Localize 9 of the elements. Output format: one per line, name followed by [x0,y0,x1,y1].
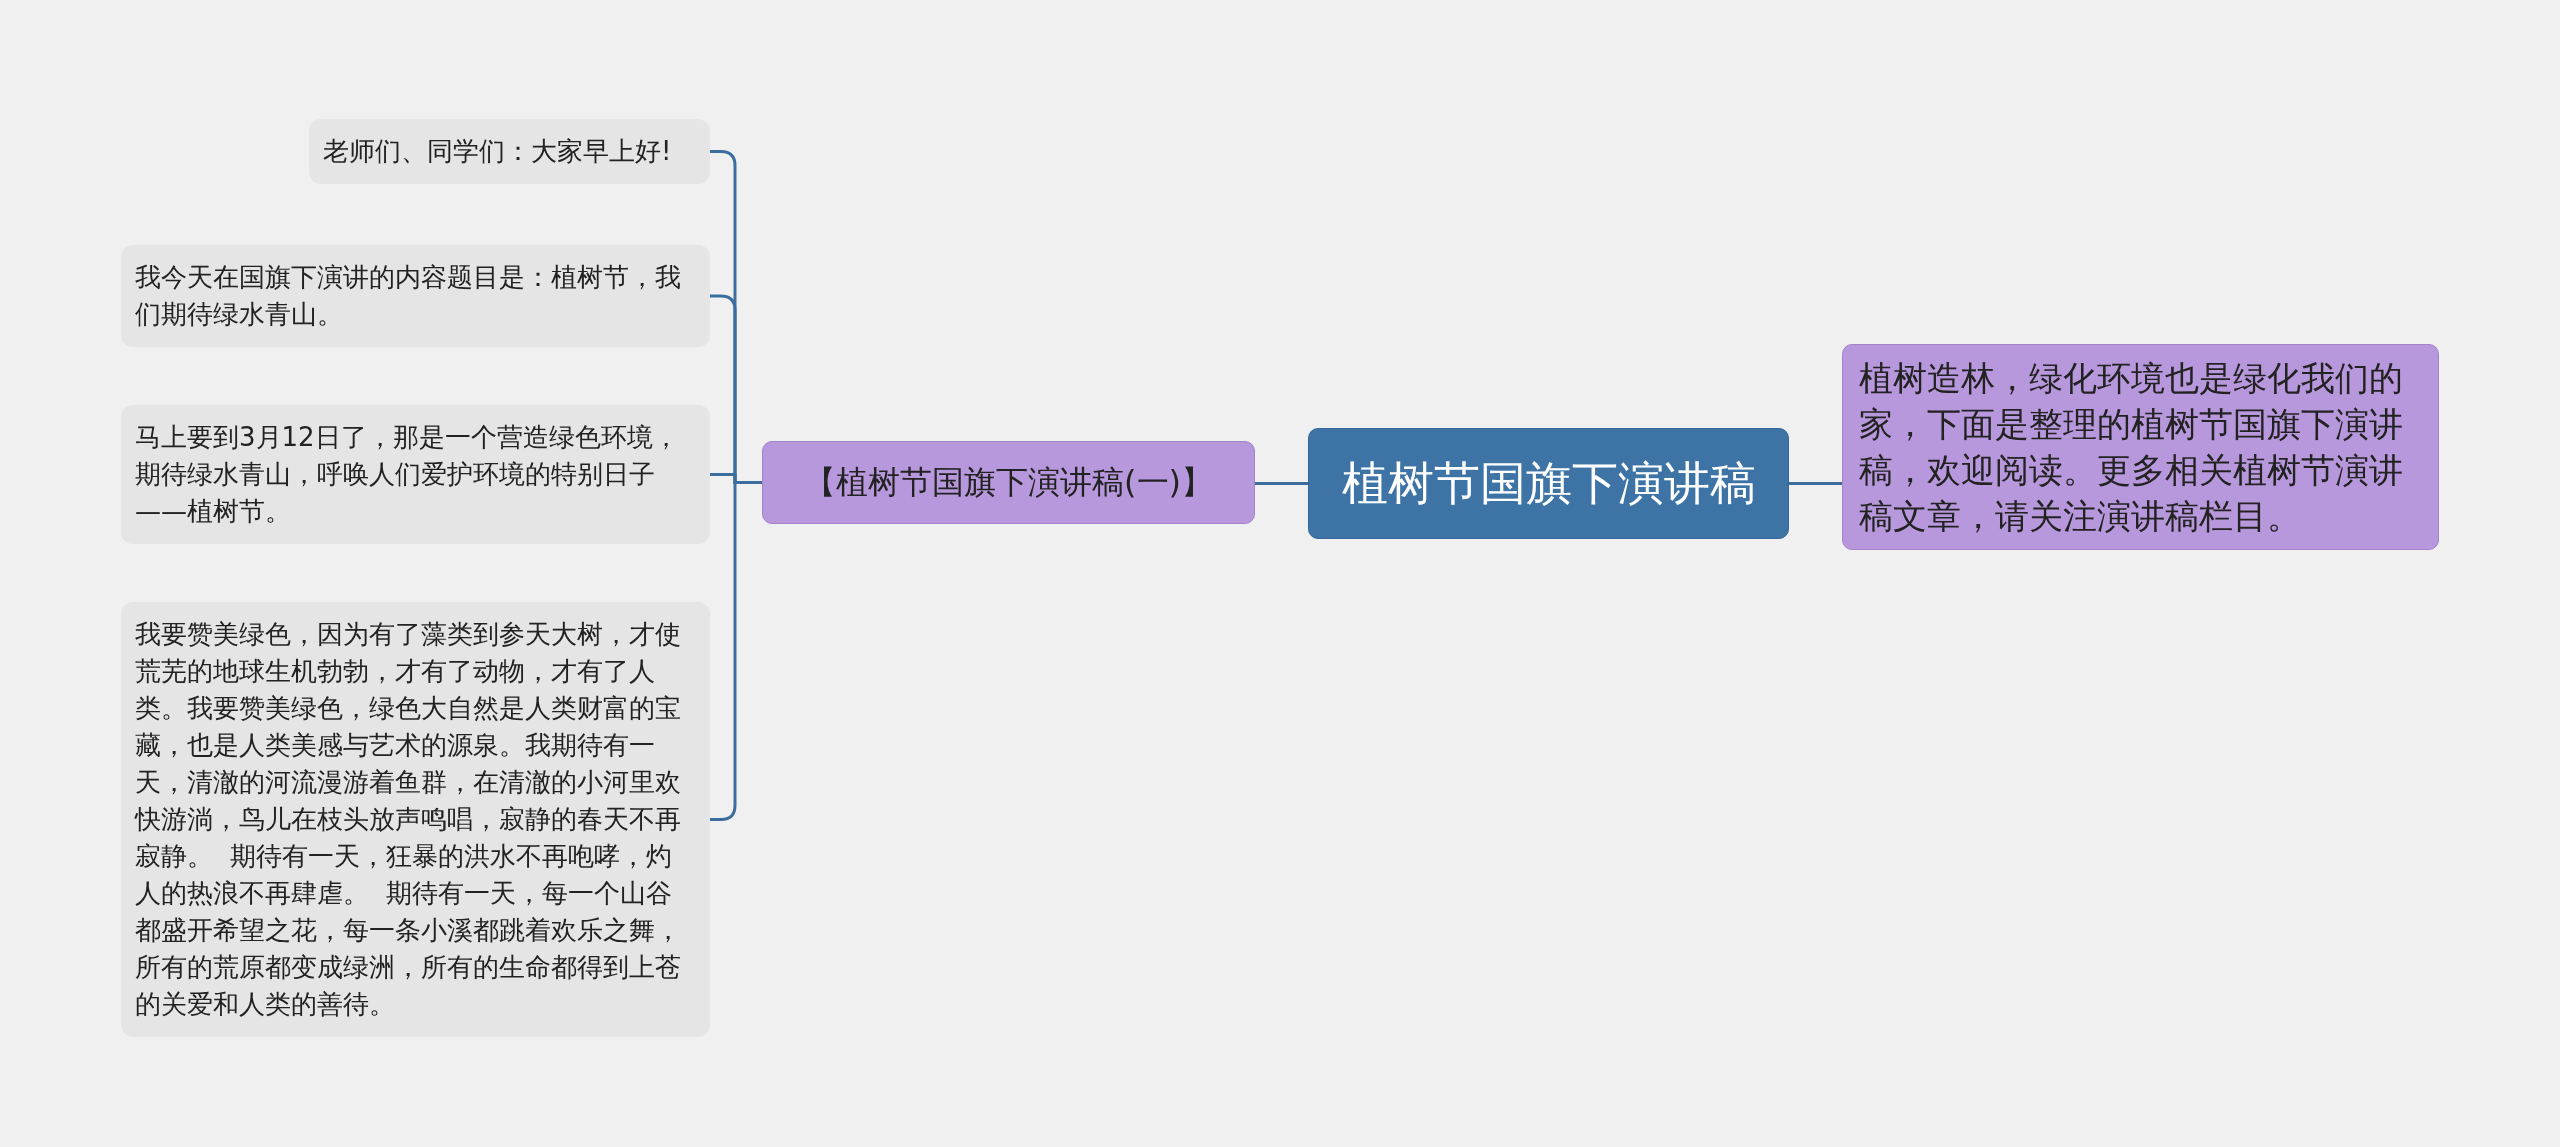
leaf-topic: 我要赞美绿色，因为有了藻类到参天大树，才使荒芜的地球生机勃勃，才有了动物，才有了人类。我要赞美绿色，绿色大自然是人类财富的宝藏，也是人类美感与艺术的源泉。我期待有一天，清澈的河流漫游着鱼群，在清澈的小河里欢快游淌，鸟儿在枝头放声鸣唱，寂静的春天不再寂静。 期待有一天，狂暴的洪水不再咆哮，灼人的热浪不再肆虐。 期待有一天，每一个山谷都盛开希望之花，每一条小溪都跳着欢乐之舞，所有的荒原都变成绿洲，所有的生命都得到上苍的关爱和人类的善待。 [121,602,710,1037]
leaf-topic: 我今天在国旗下演讲的内容题目是：植树节，我们期待绿水青山。 [121,245,710,347]
branch-topic: 【植树节国旗下演讲稿(一)】 [762,441,1255,524]
connector-line [1255,482,1308,485]
leaf-topic: 老师们、同学们：大家早上好! [309,119,710,184]
note-topic: 植树造林，绿化环境也是绿化我们的家，下面是整理的植树节国旗下演讲稿，欢迎阅读。更多相关植树节演讲稿文章，请关注演讲稿栏目。 [1842,344,2439,550]
leaf-topic: 马上要到3月12日了，那是一个营造绿色环境，期待绿水青山，呼唤人们爱护环境的特别日子——植树节。 [121,405,710,544]
central-topic: 植树节国旗下演讲稿 [1308,428,1789,539]
connector-line [1789,482,1842,485]
